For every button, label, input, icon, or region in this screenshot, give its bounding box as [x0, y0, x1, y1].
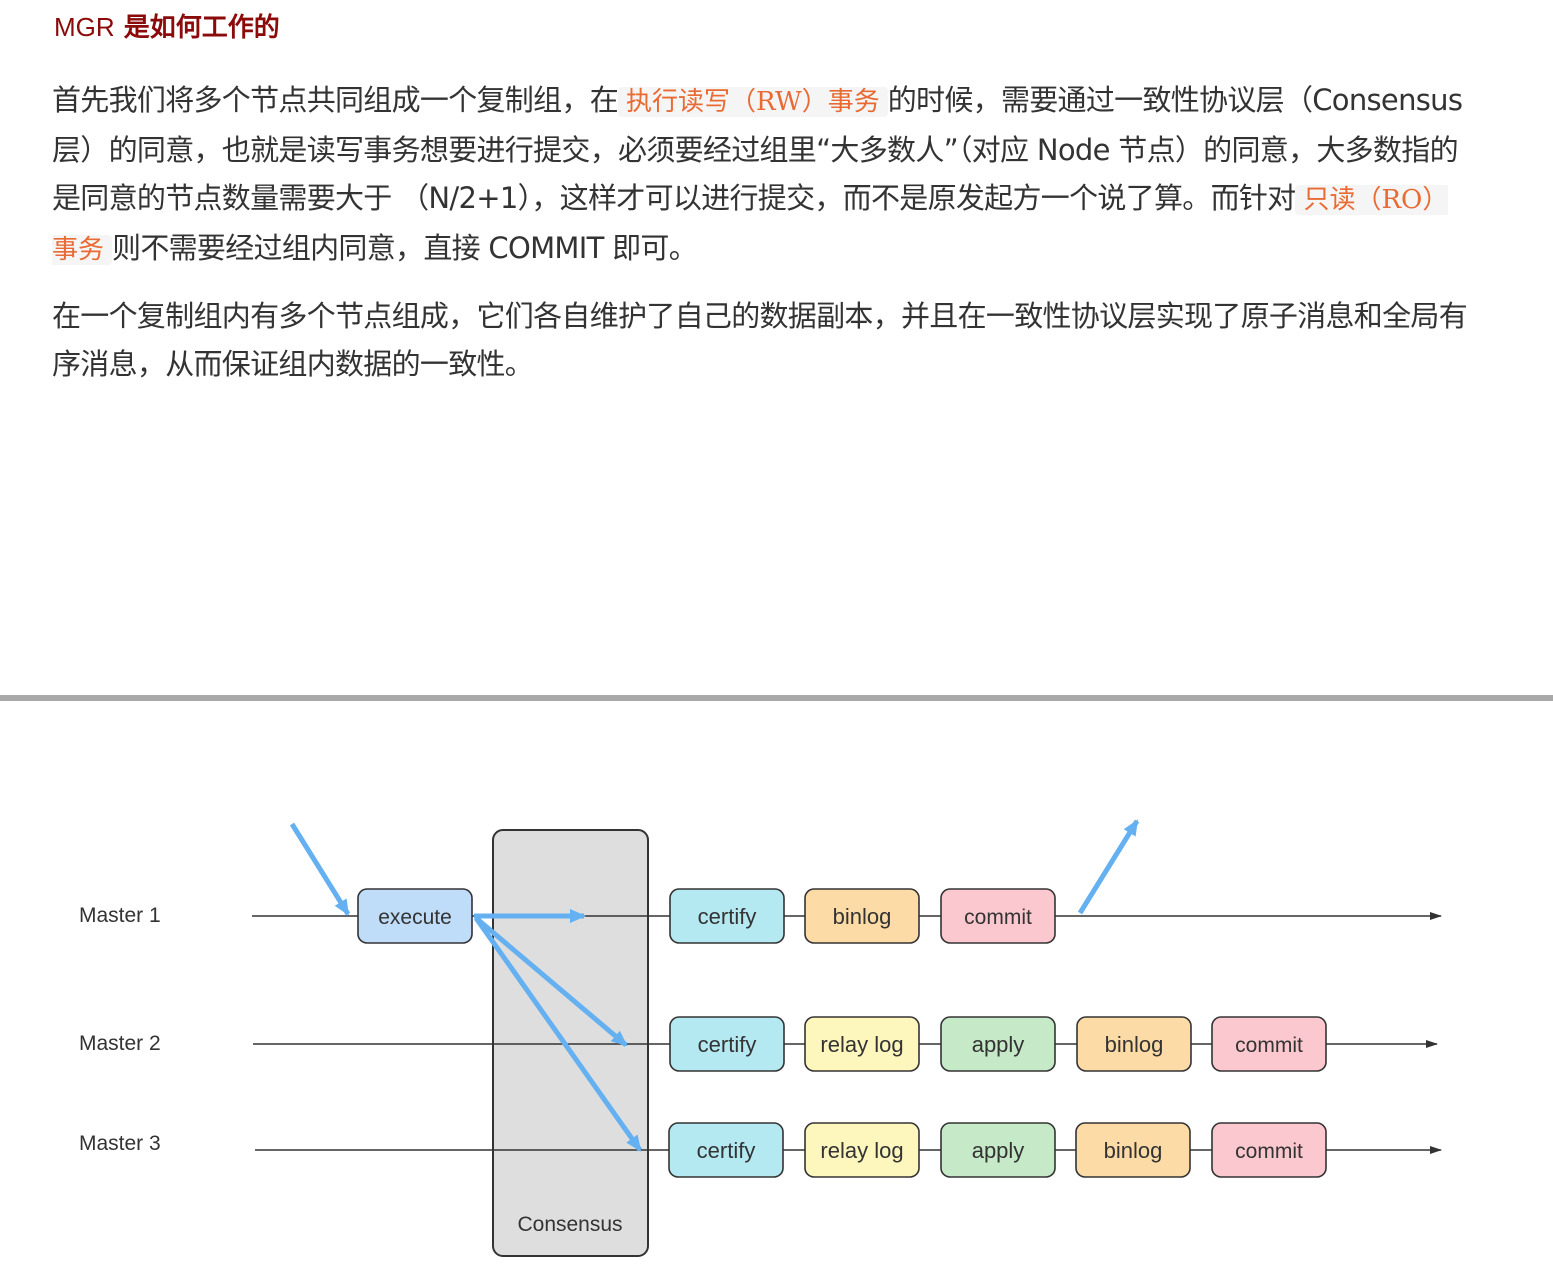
master1-label: Master 1: [79, 904, 161, 927]
master1-commit-stage: commit: [940, 888, 1056, 944]
master2-label: Master 2: [79, 1032, 161, 1055]
master3-binlog-label: binlog: [1104, 1138, 1163, 1163]
paragraph1-text-1: 首先我们将多个节点共同组成一个复制组，在: [52, 83, 619, 117]
master2-relay-log-stage: relay log: [804, 1016, 920, 1072]
master1-certify-stage: certify: [669, 888, 785, 944]
paragraph1-text-3: 则不需要经过组内同意，直接 COMMIT 即可。: [112, 231, 698, 265]
master3-relay-log-label: relay log: [820, 1138, 903, 1163]
master1-certify-label: certify: [698, 904, 757, 929]
master3-apply-label: apply: [972, 1138, 1025, 1163]
master3-commit-label: commit: [1235, 1140, 1303, 1163]
heading-prefix: MGR: [54, 12, 115, 42]
consensus-label: Consensus: [517, 1213, 622, 1236]
section-heading: MGR 是如何工作的: [54, 8, 280, 47]
paragraph-replication-group: 在一个复制组内有多个节点组成，它们各自维护了自己的数据副本，并且在一致性协议层实…: [52, 299, 1468, 381]
broadcast-master2-arrow: [474, 916, 628, 1047]
master3-binlog-stage: binlog: [1075, 1122, 1191, 1178]
master1-binlog-label: binlog: [833, 904, 892, 929]
master3-apply-stage: apply: [940, 1122, 1056, 1178]
master2-commit-stage: commit: [1211, 1016, 1327, 1072]
master2-apply-stage: apply: [940, 1016, 1056, 1072]
master2-binlog-stage: binlog: [1076, 1016, 1192, 1072]
heading-title: 是如何工作的: [123, 13, 280, 43]
master2-certify-label: certify: [698, 1032, 757, 1057]
master1-execute-stage: execute: [357, 888, 473, 944]
paragraph-rw-transaction: 首先我们将多个节点共同组成一个复制组，在执行读写（RW）事务的时候，需要通过一致…: [52, 76, 1472, 274]
divider: [0, 695, 1553, 701]
paragraph1-text-2: 的时候，需要通过一致性协议层（Consensus 层）的同意，也就是读写事务想要…: [52, 83, 1463, 215]
master2-certify-stage: certify: [669, 1016, 785, 1072]
response-arrow: [1077, 819, 1140, 915]
master1-execute-label: execute: [378, 906, 452, 929]
master3-commit-stage: commit: [1211, 1122, 1327, 1178]
master3-relay-log-stage: relay log: [804, 1122, 920, 1178]
master3-certify-label: certify: [697, 1138, 756, 1163]
master3-label: Master 3: [79, 1132, 161, 1155]
master3-certify-stage: certify: [668, 1122, 784, 1178]
incoming-request-arrow: [289, 822, 351, 916]
master2-binlog-label: binlog: [1105, 1032, 1164, 1057]
master1-commit-label: commit: [964, 906, 1032, 929]
inline-code-rw-transaction: 执行读写（RW）事务: [618, 87, 888, 117]
broadcast-master3-arrow: [473, 916, 643, 1152]
master1-binlog-stage: binlog: [804, 888, 920, 944]
master2-commit-label: commit: [1235, 1034, 1303, 1057]
master2-relay-log-label: relay log: [820, 1032, 903, 1057]
master2-apply-label: apply: [972, 1032, 1025, 1057]
